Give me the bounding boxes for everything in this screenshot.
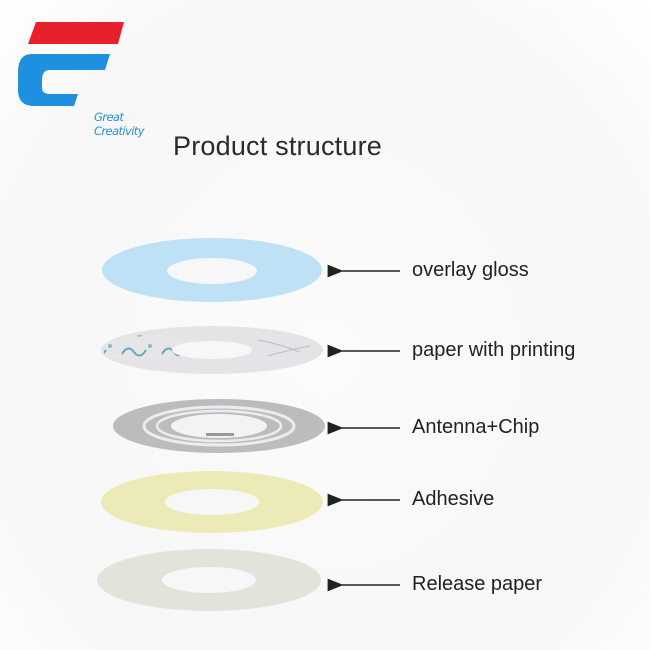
layer-adhesive: [101, 471, 400, 533]
logo-blue-c: [18, 54, 110, 106]
label-antenna-chip: Antenna+Chip: [412, 416, 540, 438]
label-release-paper: Release paper: [412, 573, 543, 595]
layer-release-paper: [97, 549, 400, 611]
disc-hole: [172, 341, 252, 359]
brand-logo: Great Creativity: [14, 22, 174, 138]
logo-text: Great Creativity: [94, 110, 145, 138]
disc-hole: [162, 567, 256, 593]
page-title: Product structure: [173, 131, 382, 161]
label-paper-with-printing: paper with printing: [412, 339, 576, 361]
disc-hole: [167, 258, 257, 284]
disc-hole: [165, 489, 259, 515]
layer-overlay-gloss: [102, 238, 400, 302]
logo-mark-icon: [18, 22, 124, 106]
chip-icon: [206, 433, 234, 436]
label-adhesive: Adhesive: [412, 488, 495, 510]
label-overlay-gloss: overlay gloss: [412, 259, 529, 281]
layer-antenna-chip: [113, 399, 400, 453]
layer-printed-paper: [101, 326, 400, 374]
logo-red-bar: [28, 22, 124, 44]
